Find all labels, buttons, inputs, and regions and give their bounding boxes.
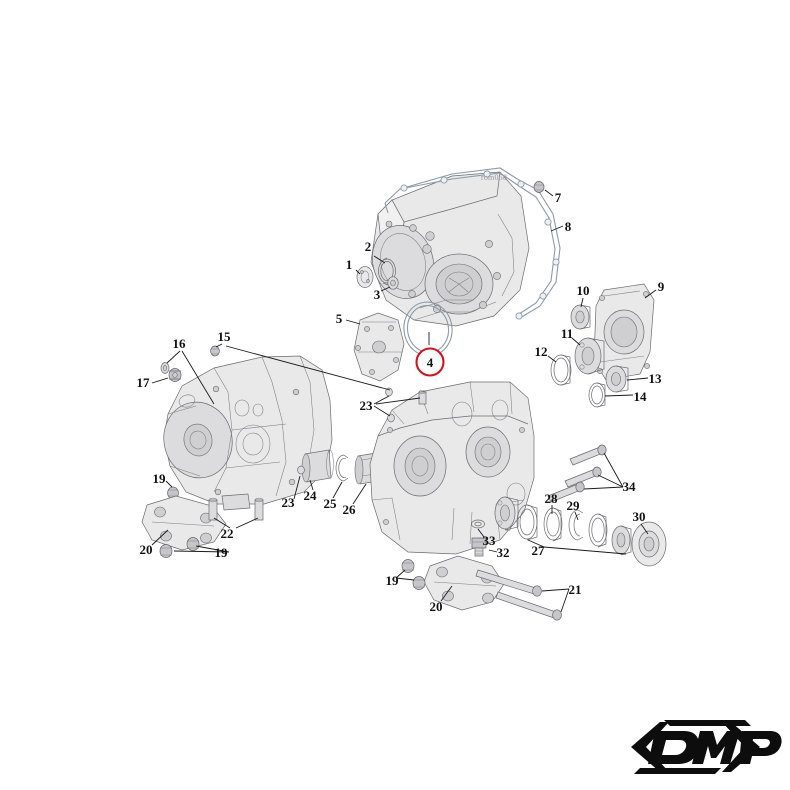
callout-33: 33 [483, 533, 497, 548]
part-1-cap [356, 266, 374, 288]
part-17-fitting [168, 368, 182, 382]
part-30-bearing [631, 521, 667, 567]
part-16-bushing [160, 362, 170, 374]
part-7-plug [533, 181, 545, 193]
part-14-seal [588, 382, 606, 408]
callout-15: 15 [218, 329, 232, 344]
callout-10: 10 [577, 283, 590, 298]
callout-21: 21 [569, 582, 582, 597]
callout-2: 2 [365, 239, 372, 254]
part-32-drain-plug [471, 537, 487, 557]
callout-23-b: 23 [360, 398, 374, 413]
callout-7: 7 [555, 190, 562, 205]
callout-12: 12 [535, 344, 548, 359]
part-23-pins-centre [385, 387, 427, 423]
callout-16: 16 [173, 336, 187, 351]
leader-lines [151, 189, 657, 613]
part-22-dowels [208, 497, 264, 521]
part-34-bolts [547, 444, 607, 503]
part-20-mount-bracket-left [141, 495, 227, 551]
callout-26: 26 [343, 502, 357, 517]
callout-34: 34 [623, 479, 637, 494]
part-25-snap-ring [335, 454, 349, 482]
callout-3: 3 [374, 287, 381, 302]
part-33-washer [471, 519, 485, 529]
callout-23-a: 23 [282, 495, 296, 510]
callout-14: 14 [634, 389, 648, 404]
part-12-race [550, 354, 572, 386]
dmp-logo [631, 720, 782, 774]
left-crankcase-half [163, 355, 333, 511]
callout-9: 9 [658, 279, 665, 294]
part-21-through-bolts [475, 569, 562, 621]
callout-29: 29 [567, 498, 581, 513]
part-23-pin-left [297, 465, 305, 475]
callout-4: 4 [427, 355, 434, 370]
callout-27: 27 [532, 543, 546, 558]
right-crankcase-half [369, 381, 535, 555]
callout-5: 5 [336, 311, 343, 326]
highlight-ring [415, 347, 445, 377]
part-13-bearing [605, 365, 629, 393]
callout-28: 28 [545, 491, 559, 506]
part-19-nuts-bottom [401, 559, 426, 590]
callout-20-b: 20 [430, 599, 443, 614]
callout-20-a: 20 [140, 542, 153, 557]
part-24-bushing [301, 449, 334, 483]
part-28-race-b [543, 507, 563, 542]
callout-22: 22 [221, 526, 234, 541]
part-31-bearing [494, 496, 519, 531]
watermark-text: rom058 [481, 173, 507, 182]
part-10-bearing [570, 304, 591, 330]
callout-17: 17 [137, 375, 151, 390]
bearing-housing-plate [593, 283, 655, 381]
callout-19-b: 19 [215, 545, 229, 560]
primary-cover-gasket [384, 167, 561, 320]
callout-25: 25 [324, 496, 338, 511]
callout-32: 32 [497, 545, 510, 560]
part-27-race-a [516, 504, 538, 541]
primary-cover-assembly [370, 171, 530, 327]
part-29-snap-ring [568, 509, 584, 541]
callout-19-c: 19 [386, 573, 400, 588]
part-20-mount-bracket-bottom [423, 555, 505, 611]
part-27-race-c [588, 513, 608, 548]
callout-1: 1 [346, 257, 353, 272]
part-11-bearing [574, 337, 605, 375]
part-15-bolt [210, 345, 220, 357]
highlighted-callout-4: 4 [415, 347, 445, 377]
part-2-retaining-ring [378, 257, 396, 286]
part-3-bushing [387, 276, 399, 290]
callout-30: 30 [633, 509, 646, 524]
callout-11: 11 [561, 326, 573, 341]
callout-19-a: 19 [153, 471, 167, 486]
callout-24: 24 [304, 488, 318, 503]
part-27-bearing-d [611, 525, 632, 556]
part-5-inspection-cover [353, 312, 405, 382]
callout-13: 13 [649, 371, 663, 386]
part-19-nuts-lower-left [159, 537, 200, 558]
callout-8: 8 [565, 219, 572, 234]
callout-numbers: 1 2 3 5 7 8 9 10 11 12 13 14 15 16 17 19… [137, 190, 665, 614]
